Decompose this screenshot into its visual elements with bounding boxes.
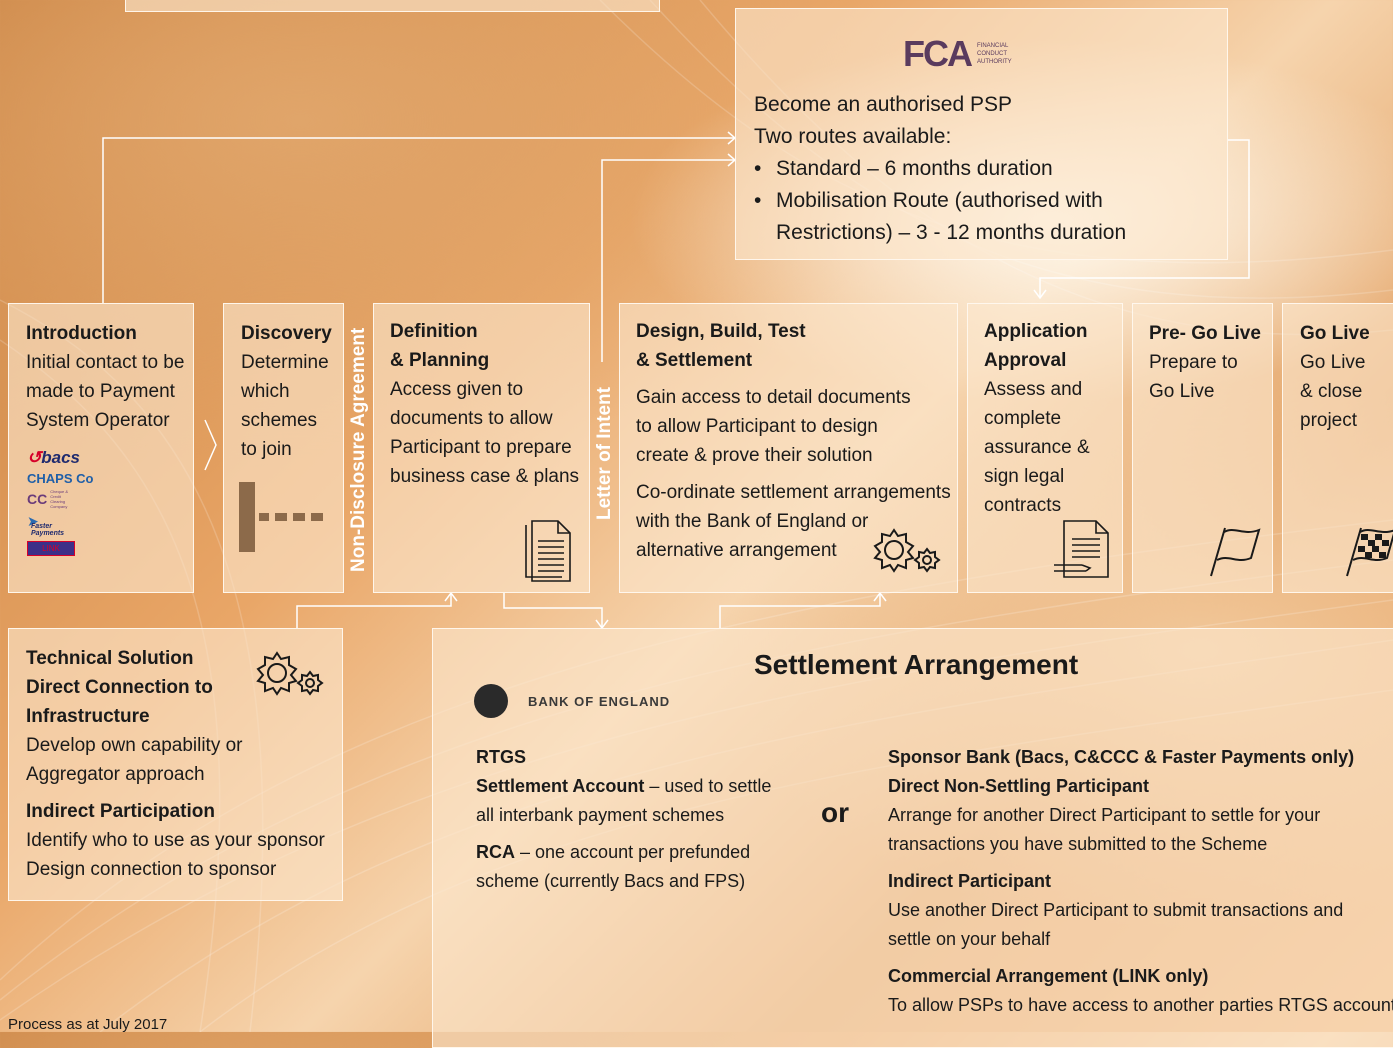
design-title: Design, Build, Test bbox=[636, 321, 806, 342]
approval-line: sign legal bbox=[984, 466, 1065, 487]
fca-box: FCA FINANCIAL CONDUCT AUTHORITY Become a… bbox=[735, 8, 1228, 260]
stage-design: Design, Build, Test & Settlement Gain ac… bbox=[619, 303, 958, 593]
stage-go-live: Go Live Go Live & close project bbox=[1282, 303, 1393, 593]
approval-line: assurance & bbox=[984, 437, 1090, 458]
or-label: or bbox=[821, 797, 849, 828]
approval-line: complete bbox=[984, 408, 1062, 429]
design-line: create & prove their solution bbox=[636, 445, 873, 466]
fca-line-2: Two routes available: bbox=[754, 125, 952, 148]
gears-icon bbox=[256, 651, 324, 696]
discovery-line: schemes bbox=[241, 410, 318, 431]
cc-logo: CC Cheque & Credit Clearing Company bbox=[27, 489, 69, 509]
definition-line: Participant to prepare bbox=[390, 437, 572, 458]
stage-pre-go-live: Pre- Go Live Prepare to Go Live bbox=[1132, 303, 1273, 593]
chaps-logo: CHAPS Co bbox=[27, 471, 94, 486]
scheme-logos: ↺bacs CHAPS Co CC Cheque & Credit Cleari… bbox=[27, 448, 93, 556]
dnsp-line: Arrange for another Direct Participant t… bbox=[888, 805, 1321, 825]
contract-icon bbox=[1054, 520, 1109, 578]
technical-line: Identify who to use as your sponsor bbox=[26, 830, 325, 851]
stage-definition: Definition & Planning Access given to do… bbox=[373, 303, 590, 593]
definition-line: business case & plans bbox=[390, 466, 580, 487]
introduction-title: Introduction bbox=[26, 323, 137, 344]
commercial-arrangement-title: Commercial Arrangement (LINK only) bbox=[888, 966, 1209, 986]
ip-line: settle on your behalf bbox=[888, 929, 1051, 949]
golive-title: Go Live bbox=[1300, 323, 1370, 344]
boe-logo: BANK OF ENGLAND bbox=[474, 684, 670, 718]
bacs-logo: ↺bacs bbox=[27, 448, 80, 467]
settlement-account-line: Settlement Account – used to settle bbox=[476, 776, 772, 796]
prego-line: Go Live bbox=[1149, 381, 1215, 402]
settlement-title: Settlement Arrangement bbox=[754, 649, 1079, 680]
stage-introduction: Introduction Initial contact to be made … bbox=[8, 303, 194, 593]
top-partial-box bbox=[125, 0, 660, 12]
discovery-graphic-icon bbox=[239, 482, 323, 552]
fca-logo-mark: FCA bbox=[903, 33, 973, 74]
stage-approval: Application Approval Assess and complete… bbox=[967, 303, 1123, 593]
nda-label: Non-Disclosure Agreement bbox=[348, 327, 369, 572]
rtgs-title: RTGS bbox=[476, 747, 527, 767]
introduction-line: Initial contact to be bbox=[26, 352, 185, 373]
gears-icon bbox=[873, 528, 941, 573]
definition-title: Definition bbox=[390, 321, 478, 342]
fca-bullet-2: Mobilisation Route (authorised withRestr… bbox=[754, 185, 1126, 249]
discovery-title: Discovery bbox=[241, 323, 332, 344]
definition-line: documents to allow bbox=[390, 408, 553, 429]
definition-title-2: & Planning bbox=[390, 350, 490, 371]
fca-logo: FCA FINANCIAL CONDUCT AUTHORITY bbox=[903, 33, 1037, 75]
design-title-2: & Settlement bbox=[636, 350, 753, 371]
stage-discovery: Discovery Determine which schemes to joi… bbox=[223, 303, 344, 593]
letter-of-intent-label: Letter of Intent bbox=[594, 387, 615, 520]
settlement-box: Settlement Arrangement BANK OF ENGLAND R… bbox=[432, 628, 1393, 1048]
technical-solution-box: Technical Solution Direct Connection to … bbox=[8, 628, 343, 901]
prego-title: Pre- Go Live bbox=[1149, 323, 1261, 344]
rca-line: RCA – one account per prefunded bbox=[476, 842, 751, 862]
dnsp-line: transactions you have submitted to the S… bbox=[888, 834, 1268, 854]
introduction-line: System Operator bbox=[26, 410, 170, 431]
technical-line: Develop own capability or bbox=[26, 735, 243, 756]
technical-title-3: Infrastructure bbox=[26, 706, 150, 727]
rca-line-2: scheme (currently Bacs and FPS) bbox=[476, 871, 746, 891]
design-line: Co-ordinate settlement arrangements bbox=[636, 482, 951, 503]
indirect-participation-title: Indirect Participation bbox=[26, 801, 215, 822]
technical-title: Technical Solution bbox=[26, 648, 194, 669]
flag-icon bbox=[1210, 527, 1261, 577]
indirect-participant-title: Indirect Participant bbox=[888, 871, 1052, 891]
dnsp-title: Direct Non-Settling Participant bbox=[888, 776, 1150, 796]
settlement-account-line-2: all interbank payment schemes bbox=[476, 805, 725, 825]
introduction-line: made to Payment bbox=[26, 381, 175, 402]
footer-note: Process as at July 2017 bbox=[8, 1016, 168, 1033]
design-line: Gain access to detail documents bbox=[636, 387, 911, 408]
link-logo: LINK bbox=[27, 541, 75, 556]
ca-line: To allow PSPs to have access to another … bbox=[888, 995, 1393, 1015]
prego-line: Prepare to bbox=[1149, 352, 1238, 373]
boe-emblem-icon bbox=[474, 684, 508, 718]
design-line: to allow Participant to design bbox=[636, 416, 878, 437]
discovery-line: which bbox=[241, 381, 290, 402]
golive-line: Go Live bbox=[1300, 352, 1366, 373]
boe-logo-text: BANK OF ENGLAND bbox=[528, 693, 671, 709]
golive-line: project bbox=[1300, 410, 1358, 431]
fca-logo-subtitle: FINANCIAL CONDUCT AUTHORITY bbox=[977, 43, 1012, 65]
sponsor-bank-title: Sponsor Bank (Bacs, C&CCC & Faster Payme… bbox=[888, 747, 1355, 767]
definition-line: Access given to bbox=[390, 379, 524, 400]
checkered-flag-icon bbox=[1346, 527, 1393, 577]
approval-line: contracts bbox=[984, 495, 1062, 516]
approval-title: Application bbox=[984, 321, 1088, 342]
design-line: with the Bank of England or bbox=[636, 511, 869, 532]
golive-line: & close bbox=[1300, 381, 1363, 402]
design-line: alternative arrangement bbox=[636, 540, 837, 561]
approval-title-2: Approval bbox=[984, 350, 1067, 371]
technical-line: Aggregator approach bbox=[26, 764, 205, 785]
discovery-line: to join bbox=[241, 439, 292, 460]
documents-icon bbox=[525, 520, 571, 582]
technical-line: Design connection to sponsor bbox=[26, 859, 277, 880]
discovery-line: Determine bbox=[241, 352, 329, 373]
approval-line: Assess and bbox=[984, 379, 1083, 400]
fca-line-1: Become an authorised PSP bbox=[754, 93, 1012, 116]
fca-bullet-1: Standard – 6 months duration bbox=[754, 153, 1126, 185]
ip-line: Use another Direct Participant to submit… bbox=[888, 900, 1344, 920]
technical-title-2: Direct Connection to bbox=[26, 677, 213, 698]
